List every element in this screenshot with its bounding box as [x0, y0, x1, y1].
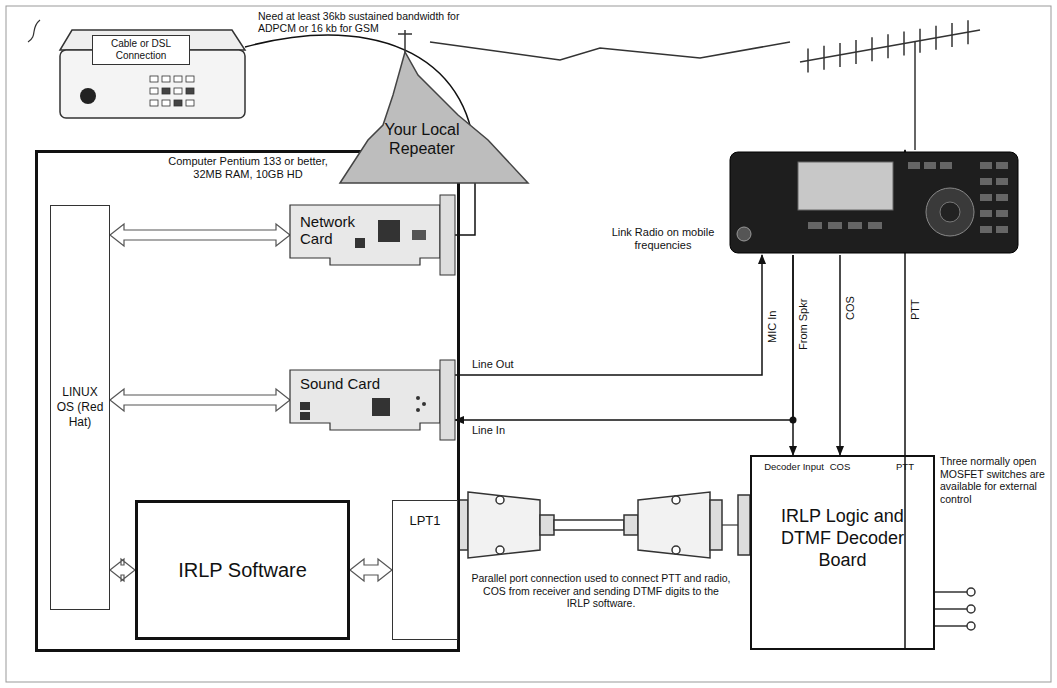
junction-dot: [790, 417, 797, 424]
note-label: Three normally open MOSFET switches are …: [940, 455, 1050, 505]
bus-arrow: [110, 559, 135, 581]
node-text: Your Local Repeater: [372, 120, 472, 158]
node-text: IRLP Logic and DTMF Decoder Board: [764, 505, 921, 571]
signal-label: COS: [844, 294, 857, 322]
cable-stub: [28, 20, 40, 42]
modem-body: [60, 30, 245, 118]
signal-label: Line Out: [470, 358, 516, 371]
node-text: Computer Pentium 133 or better, 32MB RAM…: [158, 155, 338, 181]
bus-arrow: [110, 389, 290, 411]
signal-wire: [455, 255, 762, 375]
bus-arrow: [350, 559, 392, 581]
radio-illustration: [728, 150, 1020, 255]
note-label: MIC In: [766, 309, 779, 345]
signal-label: From Spkr: [797, 297, 810, 352]
node-text: Link Radio on mobile frequencies: [610, 226, 716, 252]
node-text: Network Card: [300, 213, 362, 247]
node-text: Cable or DSL Connection: [92, 35, 190, 65]
node-text: Decoder Input: [758, 461, 830, 472]
node-text: PTT: [890, 461, 920, 472]
parallel-cable: [458, 492, 750, 558]
node-text: COS: [825, 461, 855, 472]
signal-wire: [455, 255, 793, 420]
os-box: LINUX OS (Red Hat): [50, 205, 110, 610]
computer-box: Computer Pentium 133 or better, 32MB RAM…: [35, 150, 460, 652]
repeater-antenna: [398, 30, 412, 53]
network-card-pcb: [290, 195, 455, 275]
logic-board: Decoder InputCOS PTT IRLP Logic and DTMF D…: [750, 455, 935, 650]
signal-label: Line In: [470, 424, 507, 437]
note-label: Need at least 36kb sustained bandwidth f…: [258, 10, 473, 34]
node-text: Sound Card: [300, 375, 430, 392]
sound-card: Sound Card: [290, 370, 455, 430]
modem: Cable or DSL Connection: [60, 25, 245, 120]
node-text: LPT1: [409, 513, 440, 528]
network-card: Network Card: [290, 205, 455, 265]
node-text: LINUX OS (Red Hat): [51, 385, 109, 430]
link-radio: Link Radio on mobile frequencies: [728, 150, 1020, 255]
signal-wire: [839, 255, 841, 455]
port-box: LPT1: [392, 500, 458, 640]
repeater-mountain: Your Local Repeater: [338, 40, 530, 185]
mosfet-terminals: [935, 588, 975, 630]
signal-wire: [792, 255, 794, 455]
node-text: IRLP Software: [174, 554, 311, 586]
yagi-antenna: [800, 20, 980, 150]
mountain-shape: [338, 40, 530, 185]
software-box: IRLP Software: [135, 500, 350, 640]
signal-label: PTT: [909, 297, 922, 322]
note-label: Parallel port connection used to connect…: [470, 572, 732, 610]
sound-card-pcb: [290, 360, 455, 440]
bus-arrow: [110, 224, 290, 246]
frame: [6, 6, 1051, 682]
radio-link-bolt: [430, 42, 790, 60]
